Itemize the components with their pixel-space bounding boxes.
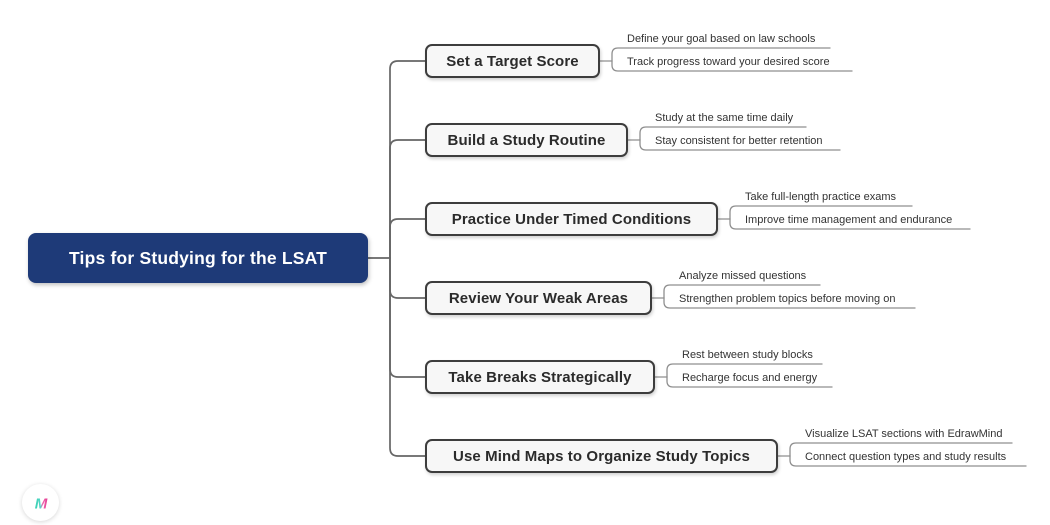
subtopic[interactable]: Track progress toward your desired score (627, 56, 830, 68)
main-topic-set-target-score[interactable]: Set a Target Score (425, 44, 600, 78)
main-topic-study-routine[interactable]: Build a Study Routine (425, 123, 628, 157)
subtopic[interactable]: Analyze missed questions (679, 270, 807, 282)
root-topic-label: Tips for Studying for the LSAT (68, 247, 328, 268)
subtopic[interactable]: Improve time management and endurance (745, 214, 953, 226)
edrawmind-ai-logo[interactable]: M (22, 484, 59, 521)
subtopic[interactable]: Define your goal based on law schools (627, 33, 816, 45)
subtopic[interactable]: Recharge focus and energy (682, 372, 818, 384)
main-topic-weak-areas[interactable]: Review Your Weak Areas (425, 281, 652, 315)
root-topic[interactable]: Tips for Studying for the LSAT (28, 233, 368, 283)
edrawmind-ai-logo-icon: M (34, 495, 47, 512)
subtopic[interactable]: Stay consistent for better retention (655, 135, 823, 147)
subtopic[interactable]: Study at the same time daily (655, 112, 794, 124)
subtopic[interactable]: Strengthen problem topics before moving … (679, 293, 896, 305)
subtopic[interactable]: Take full-length practice exams (745, 191, 897, 203)
subtopic[interactable]: Visualize LSAT sections with EdrawMind (805, 428, 1003, 440)
svg-text:M: M (34, 495, 47, 512)
subtopic[interactable]: Rest between study blocks (682, 349, 813, 361)
subtopic-connectors (599, 47, 1027, 467)
main-topic-timed-conditions[interactable]: Practice Under Timed Conditions (425, 202, 718, 236)
subtopic[interactable]: Connect question types and study results (805, 451, 1007, 463)
main-topic-mind-maps[interactable]: Use Mind Maps to Organize Study Topics (425, 439, 778, 473)
main-topic-take-breaks[interactable]: Take Breaks Strategically (425, 360, 655, 394)
branch-connectors (367, 60, 426, 457)
